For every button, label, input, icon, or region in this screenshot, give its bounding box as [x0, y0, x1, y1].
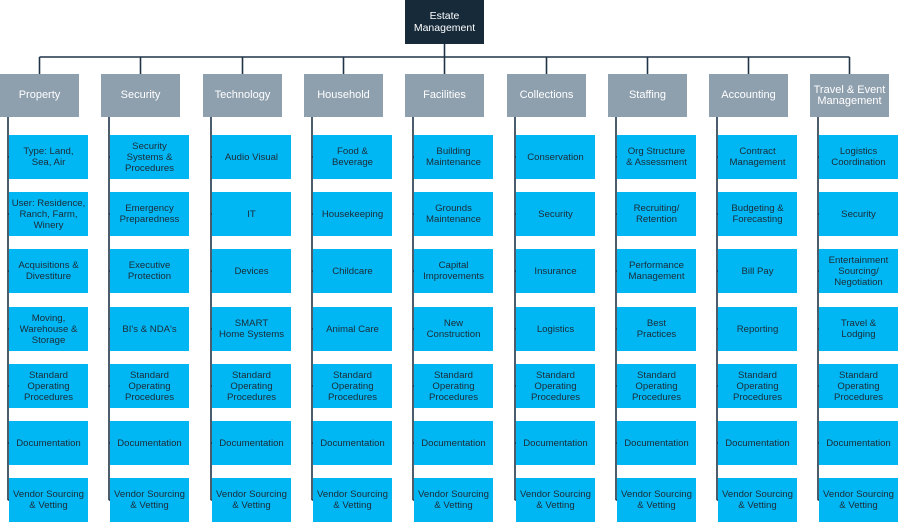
item-box: Vendor Sourcing & Vetting	[617, 478, 696, 522]
item-box: Acquisitions & Divestiture	[9, 249, 88, 293]
item-box: New Construction	[414, 307, 493, 351]
item-box: Capital Improvements	[414, 249, 493, 293]
department-header: Household	[304, 74, 383, 117]
department-header: Technology	[203, 74, 282, 117]
item-box: Vendor Sourcing & Vetting	[516, 478, 595, 522]
item-box: Housekeeping	[313, 192, 392, 236]
item-box: Documentation	[516, 421, 595, 465]
item-box: Grounds Maintenance	[414, 192, 493, 236]
item-box: Conservation	[516, 135, 595, 179]
department-header: Staffing	[608, 74, 687, 117]
item-box: Standard Operating Procedures	[212, 364, 291, 408]
item-box: Standard Operating Procedures	[313, 364, 392, 408]
item-box: Vendor Sourcing & Vetting	[110, 478, 189, 522]
item-box: Vendor Sourcing & Vetting	[819, 478, 898, 522]
item-box: Childcare	[313, 249, 392, 293]
item-box: Best Practices	[617, 307, 696, 351]
item-box: Security	[819, 192, 898, 236]
department-header: Property	[0, 74, 79, 117]
item-box: Standard Operating Procedures	[110, 364, 189, 408]
item-box: Vendor Sourcing & Vetting	[212, 478, 291, 522]
item-box: Org Structure & Assessment	[617, 135, 696, 179]
item-box: Building Maintenance	[414, 135, 493, 179]
item-box: Audio Visual	[212, 135, 291, 179]
item-box: Documentation	[819, 421, 898, 465]
item-box: Documentation	[718, 421, 797, 465]
item-box: Logistics Coordination	[819, 135, 898, 179]
department-header: Accounting	[709, 74, 788, 117]
item-box: Vendor Sourcing & Vetting	[414, 478, 493, 522]
item-box: User: Residence, Ranch, Farm, Winery	[9, 192, 88, 236]
item-box: Recruiting/ Retention	[617, 192, 696, 236]
item-box: Security Systems & Procedures	[110, 135, 189, 179]
item-box: Logistics	[516, 307, 595, 351]
item-box: Reporting	[718, 307, 797, 351]
item-box: Documentation	[414, 421, 493, 465]
item-box: Security	[516, 192, 595, 236]
item-box: Type: Land, Sea, Air	[9, 135, 88, 179]
item-box: Standard Operating Procedures	[617, 364, 696, 408]
item-box: Documentation	[313, 421, 392, 465]
item-box: Vendor Sourcing & Vetting	[313, 478, 392, 522]
root-node: Estate Management	[405, 0, 484, 44]
item-box: SMART Home Systems	[212, 307, 291, 351]
item-box: Moving, Warehouse & Storage	[9, 307, 88, 351]
item-box: Animal Care	[313, 307, 392, 351]
department-header: Collections	[507, 74, 586, 117]
department-header: Security	[101, 74, 180, 117]
item-box: Travel & Lodging	[819, 307, 898, 351]
department-header: Facilities	[405, 74, 484, 117]
item-box: Vendor Sourcing & Vetting	[9, 478, 88, 522]
item-box: Documentation	[212, 421, 291, 465]
item-box: Performance Management	[617, 249, 696, 293]
item-box: Vendor Sourcing & Vetting	[718, 478, 797, 522]
item-box: Budgeting & Forecasting	[718, 192, 797, 236]
item-box: Standard Operating Procedures	[516, 364, 595, 408]
department-header: Travel & Event Management	[810, 74, 889, 117]
item-box: Standard Operating Procedures	[819, 364, 898, 408]
item-box: Standard Operating Procedures	[718, 364, 797, 408]
item-box: Entertainment Sourcing/ Negotiation	[819, 249, 898, 293]
item-box: Emergency Preparedness	[110, 192, 189, 236]
item-box: Bill Pay	[718, 249, 797, 293]
item-box: Documentation	[9, 421, 88, 465]
item-box: BI's & NDA's	[110, 307, 189, 351]
item-box: Documentation	[110, 421, 189, 465]
item-box: Documentation	[617, 421, 696, 465]
item-box: Contract Management	[718, 135, 797, 179]
item-box: Food & Beverage	[313, 135, 392, 179]
item-box: Devices	[212, 249, 291, 293]
item-box: Executive Protection	[110, 249, 189, 293]
item-box: Standard Operating Procedures	[414, 364, 493, 408]
item-box: IT	[212, 192, 291, 236]
item-box: Standard Operating Procedures	[9, 364, 88, 408]
item-box: Insurance	[516, 249, 595, 293]
